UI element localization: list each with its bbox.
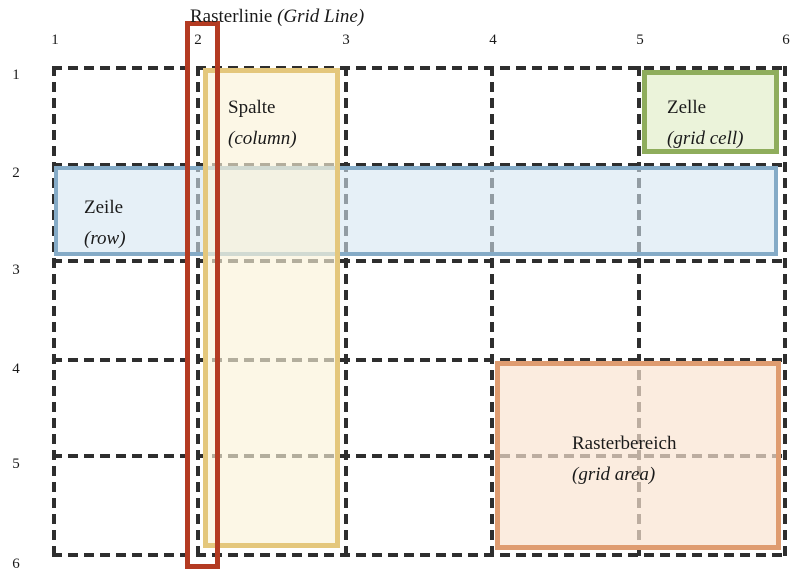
grid-row-line-4 — [52, 358, 786, 362]
grid-column-line-3 — [344, 66, 348, 557]
grid-cell-caption-english: (grid cell) — [667, 128, 744, 149]
column-line-number-4: 4 — [489, 32, 497, 48]
grid-column-line-5 — [637, 66, 641, 557]
column-caption: Spalte (column) — [228, 92, 297, 154]
grid-area-highlight — [495, 361, 781, 550]
grid-column-line-6 — [783, 66, 787, 557]
grid-row-line-5 — [52, 454, 786, 458]
grid-cell-highlight — [642, 70, 779, 154]
grid-row-line-6 — [52, 553, 786, 557]
column-line-number-3: 3 — [342, 32, 350, 48]
row-caption: Zeile (row) — [84, 192, 126, 254]
row-line-number-1: 1 — [12, 67, 20, 83]
grid-column-line-1 — [52, 66, 56, 557]
row-line-number-5: 5 — [12, 456, 20, 472]
column-highlight — [203, 68, 340, 548]
column-caption-english: (column) — [228, 128, 297, 149]
column-line-number-6: 6 — [782, 32, 790, 48]
diagram-title: Rasterlinie (Grid Line) — [190, 1, 364, 32]
column-line-number-2: 2 — [194, 32, 202, 48]
row-highlight — [54, 166, 778, 256]
grid-cell-caption: Zelle (grid cell) — [667, 92, 744, 154]
row-line-number-3: 3 — [12, 262, 20, 278]
column-line-number-5: 5 — [636, 32, 644, 48]
grid-cell-caption-german: Zelle — [667, 97, 707, 118]
title-german: Rasterlinie — [190, 6, 273, 27]
grid-line-marker — [185, 21, 220, 569]
column-line-number-1: 1 — [51, 32, 59, 48]
row-caption-german: Zeile — [84, 197, 124, 218]
row-caption-english: (row) — [84, 228, 126, 249]
row-line-number-4: 4 — [12, 361, 20, 377]
grid-row-line-3 — [52, 259, 786, 263]
grid-row-line-1 — [52, 66, 786, 70]
grid-area-caption: Rasterbereich (grid area) — [572, 428, 676, 490]
grid-row-line-2 — [52, 163, 786, 167]
grid-column-line-2 — [196, 66, 200, 557]
grid-area-caption-german: Rasterbereich — [572, 433, 677, 454]
grid-column-line-4 — [490, 66, 494, 557]
grid-area-caption-english: (grid area) — [572, 464, 656, 485]
row-line-number-6: 6 — [12, 556, 20, 572]
title-english: (Grid Line) — [277, 6, 365, 27]
row-line-number-2: 2 — [12, 165, 20, 181]
column-caption-german: Spalte — [228, 97, 276, 118]
